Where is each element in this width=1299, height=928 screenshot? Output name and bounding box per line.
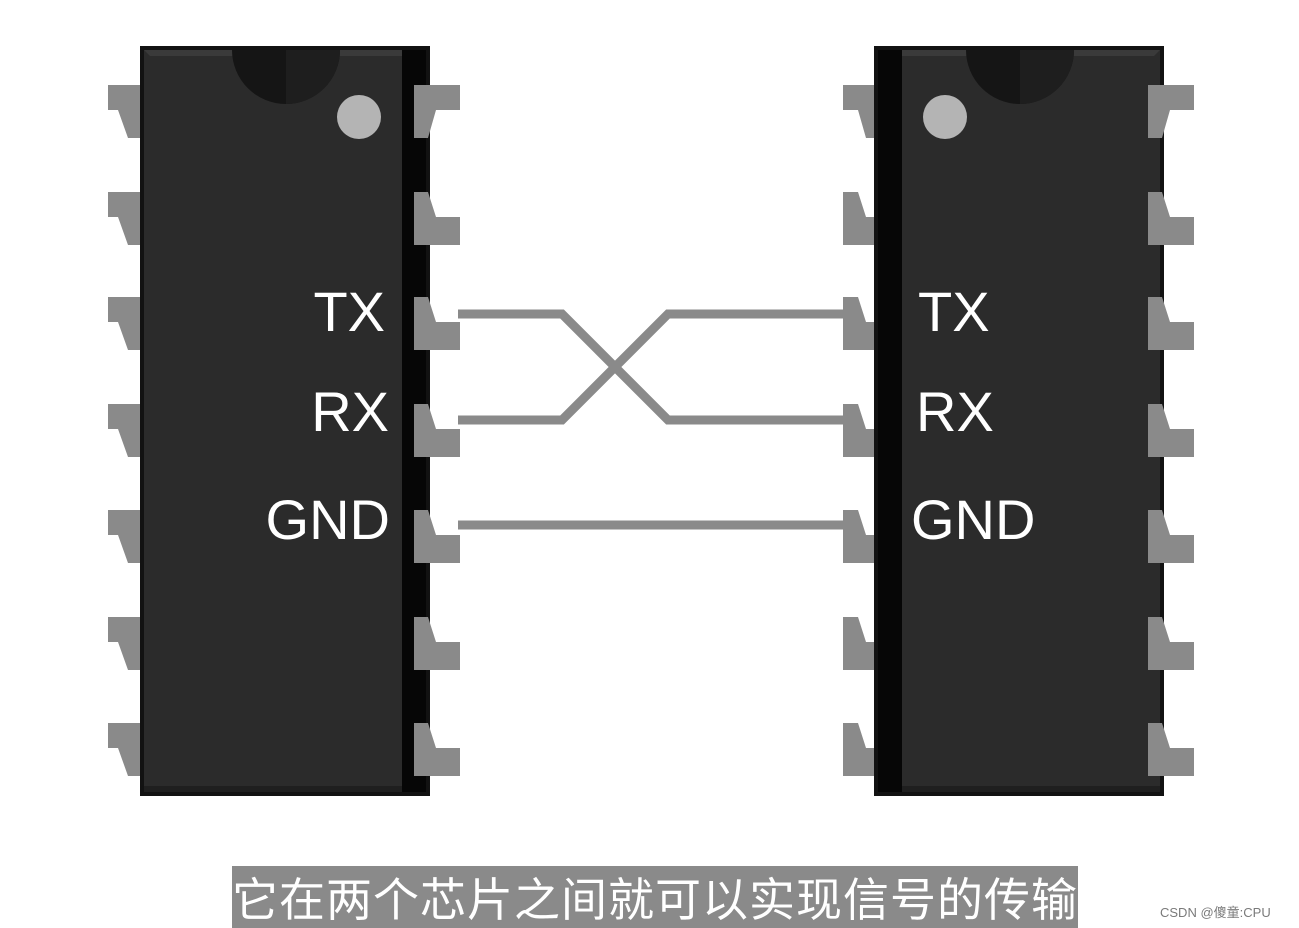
left-chip-right-pins [414, 85, 460, 776]
right-chip-label-rx: RX [916, 380, 994, 443]
watermark: CSDN @傻童:CPU [1160, 905, 1271, 920]
caption-text: 它在两个芯片之间就可以实现信号的传输 [232, 873, 1078, 927]
right-chip-label-gnd: GND [911, 488, 1035, 551]
left-chip-label-gnd: GND [266, 488, 390, 551]
wire-left-rx-to-right-tx [458, 309, 846, 425]
wires [458, 309, 846, 530]
left-chip: TX RX GND [108, 46, 460, 796]
left-chip-label-tx: TX [313, 280, 385, 343]
right-chip-pin1-dot [923, 95, 967, 139]
right-chip: TX RX GND [843, 46, 1194, 796]
caption-banner: 它在两个芯片之间就可以实现信号的传输 [232, 866, 1078, 928]
right-chip-left-pins [843, 85, 876, 776]
right-chip-right-pins [1148, 85, 1194, 776]
left-chip-pin1-dot [337, 95, 381, 139]
left-chip-left-pins [108, 85, 142, 776]
right-chip-label-tx: TX [918, 280, 990, 343]
left-chip-label-rx: RX [311, 380, 389, 443]
